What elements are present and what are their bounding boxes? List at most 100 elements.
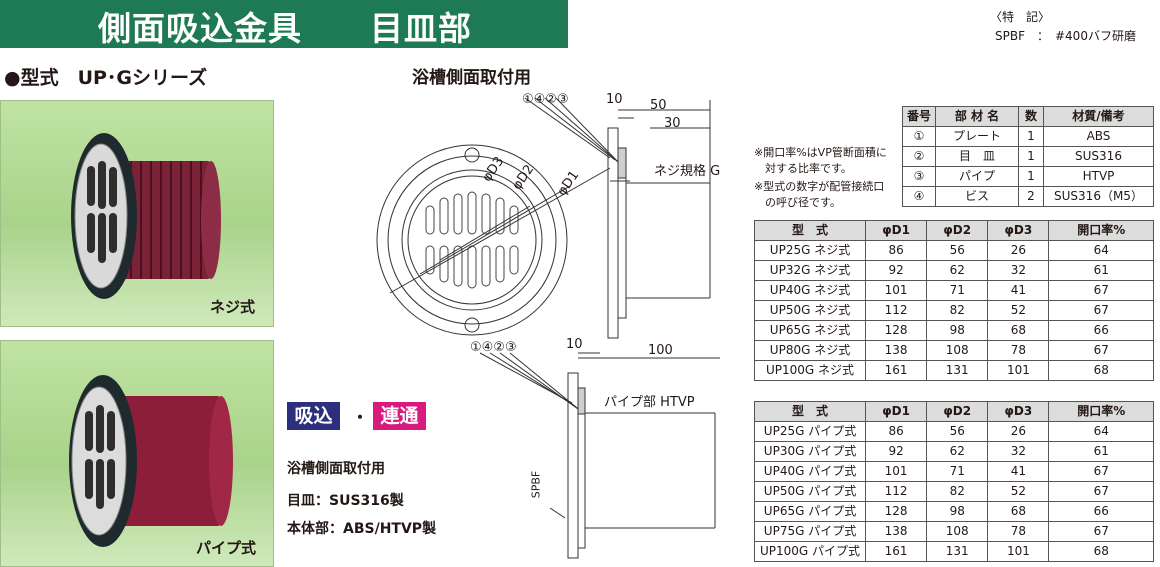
table-cell: UP30G パイプ式 (754, 441, 866, 462)
dim-100: 100 (648, 343, 673, 358)
table-row: ③ パイプ 1 HTVP (902, 166, 1154, 187)
table-cell: プレート (935, 126, 1019, 147)
table-cell: SUS316 (1043, 146, 1154, 167)
table-cell: 32 (987, 260, 1050, 281)
pipe-header-cell: 型 式 (754, 401, 866, 422)
dim-10-top: 10 (606, 92, 623, 107)
pipe-header-cell: φD3 (987, 401, 1050, 422)
table-cell: 1 (1018, 166, 1044, 187)
table-cell: 66 (1048, 320, 1154, 341)
table-cell: 67 (1048, 300, 1154, 321)
table-cell: 98 (926, 320, 989, 341)
table-cell: UP50G パイプ式 (754, 481, 866, 502)
table-cell: 64 (1048, 240, 1154, 261)
table-cell: UP25G ネジ式 (754, 240, 866, 261)
table-cell: 86 (864, 421, 928, 442)
table-cell: 112 (864, 300, 928, 321)
table-cell: 52 (987, 300, 1050, 321)
table-cell: 68 (987, 320, 1050, 341)
table-cell: UP40G パイプ式 (754, 461, 866, 482)
table-cell: SUS316（M5） (1043, 186, 1154, 207)
spec-line: SPBF ： #400バフ研磨 (995, 29, 1136, 43)
table-cell: 56 (926, 240, 989, 261)
table-cell: UP100G ネジ式 (754, 360, 866, 381)
table-cell: 68 (1048, 541, 1154, 562)
table-cell: UP65G ネジ式 (754, 320, 866, 341)
note-line-4: の呼び径です。 (754, 196, 841, 209)
note-line-2: 対する比率です。 (754, 162, 852, 175)
badge-separator: ・ (352, 408, 369, 427)
product-photo-pipe (0, 340, 274, 567)
parts-header-cell: 番号 (902, 106, 936, 127)
table-cell: 67 (1048, 340, 1154, 361)
table-cell: 98 (926, 501, 989, 522)
table-cell: 62 (926, 441, 989, 462)
table-cell: 161 (864, 360, 928, 381)
table-cell: 101 (864, 461, 928, 482)
callouts-top: ①④②③ (522, 92, 569, 107)
table-cell: 26 (987, 421, 1050, 442)
table-cell: 92 (864, 260, 928, 281)
screw-header-cell: φD1 (864, 220, 928, 241)
table-cell: 1 (1018, 126, 1044, 147)
table-cell: 82 (926, 300, 989, 321)
table-cell: UP75G パイプ式 (754, 521, 866, 542)
table-cell: ビス (935, 186, 1019, 207)
drain-fitting-pipe-image (69, 375, 233, 547)
table-cell: 56 (926, 421, 989, 442)
table-cell: 108 (926, 340, 989, 361)
table-cell: 1 (1018, 146, 1044, 167)
table-cell: 82 (926, 481, 989, 502)
spbf-label: SPBF (529, 470, 543, 499)
table-cell: ABS (1043, 126, 1154, 147)
table-cell: パイプ (935, 166, 1019, 187)
table-cell: 112 (864, 481, 928, 502)
dim-30: 30 (664, 116, 681, 131)
table-cell: UP25G パイプ式 (754, 421, 866, 442)
table-cell: UP65G パイプ式 (754, 501, 866, 522)
table-cell: 78 (987, 521, 1050, 542)
table-row: ④ ビス 2 SUS316（M5） (902, 186, 1154, 207)
callouts-bottom: ①④②③ (470, 340, 517, 355)
pipe-header-cell: 開口率% (1048, 401, 1154, 422)
product-photo-screw (0, 100, 274, 327)
suction-badge: 吸込 (287, 402, 340, 430)
table-cell: UP50G ネジ式 (754, 300, 866, 321)
screw-header-row: 型 式 φD1 φD2 φD3 開口率% (754, 220, 1154, 241)
table-cell: 67 (1048, 280, 1154, 301)
table-cell: UP32G ネジ式 (754, 260, 866, 281)
table-cell: 71 (926, 280, 989, 301)
table-cell: 64 (1048, 421, 1154, 442)
pipe-header-cell: φD1 (864, 401, 928, 422)
photo-label-screw: ネジ式 (210, 298, 256, 316)
screw-header-cell: φD2 (926, 220, 989, 241)
table-cell: UP100G パイプ式 (754, 541, 866, 562)
page-title: 側面吸込金具 (98, 9, 302, 48)
parts-header-cell: 部 材 名 (935, 106, 1019, 127)
connect-badge: 連通 (373, 402, 426, 430)
table-cell: 86 (864, 240, 928, 261)
note-line-1: ※開口率%はVP管断面積に (754, 146, 887, 159)
desc-plate: 目皿：SUS316製 (287, 493, 404, 509)
table-cell: HTVP (1043, 166, 1154, 187)
table-cell: 26 (987, 240, 1050, 261)
pipe-header-cell: φD2 (926, 401, 989, 422)
desc-use: 浴槽側面取付用 (287, 461, 385, 477)
table-cell: 目 皿 (935, 146, 1019, 167)
table-cell: 41 (987, 280, 1050, 301)
table-cell: 128 (864, 501, 928, 522)
table-cell: 138 (864, 340, 928, 361)
table-cell: ② (902, 146, 936, 167)
table-row: ② 目 皿 1 SUS316 (902, 146, 1154, 167)
table-cell: 61 (1048, 260, 1154, 281)
table-cell: 101 (987, 541, 1050, 562)
table-cell: UP80G ネジ式 (754, 340, 866, 361)
note-line-3: ※型式の数字が配管接続口 (754, 180, 885, 193)
